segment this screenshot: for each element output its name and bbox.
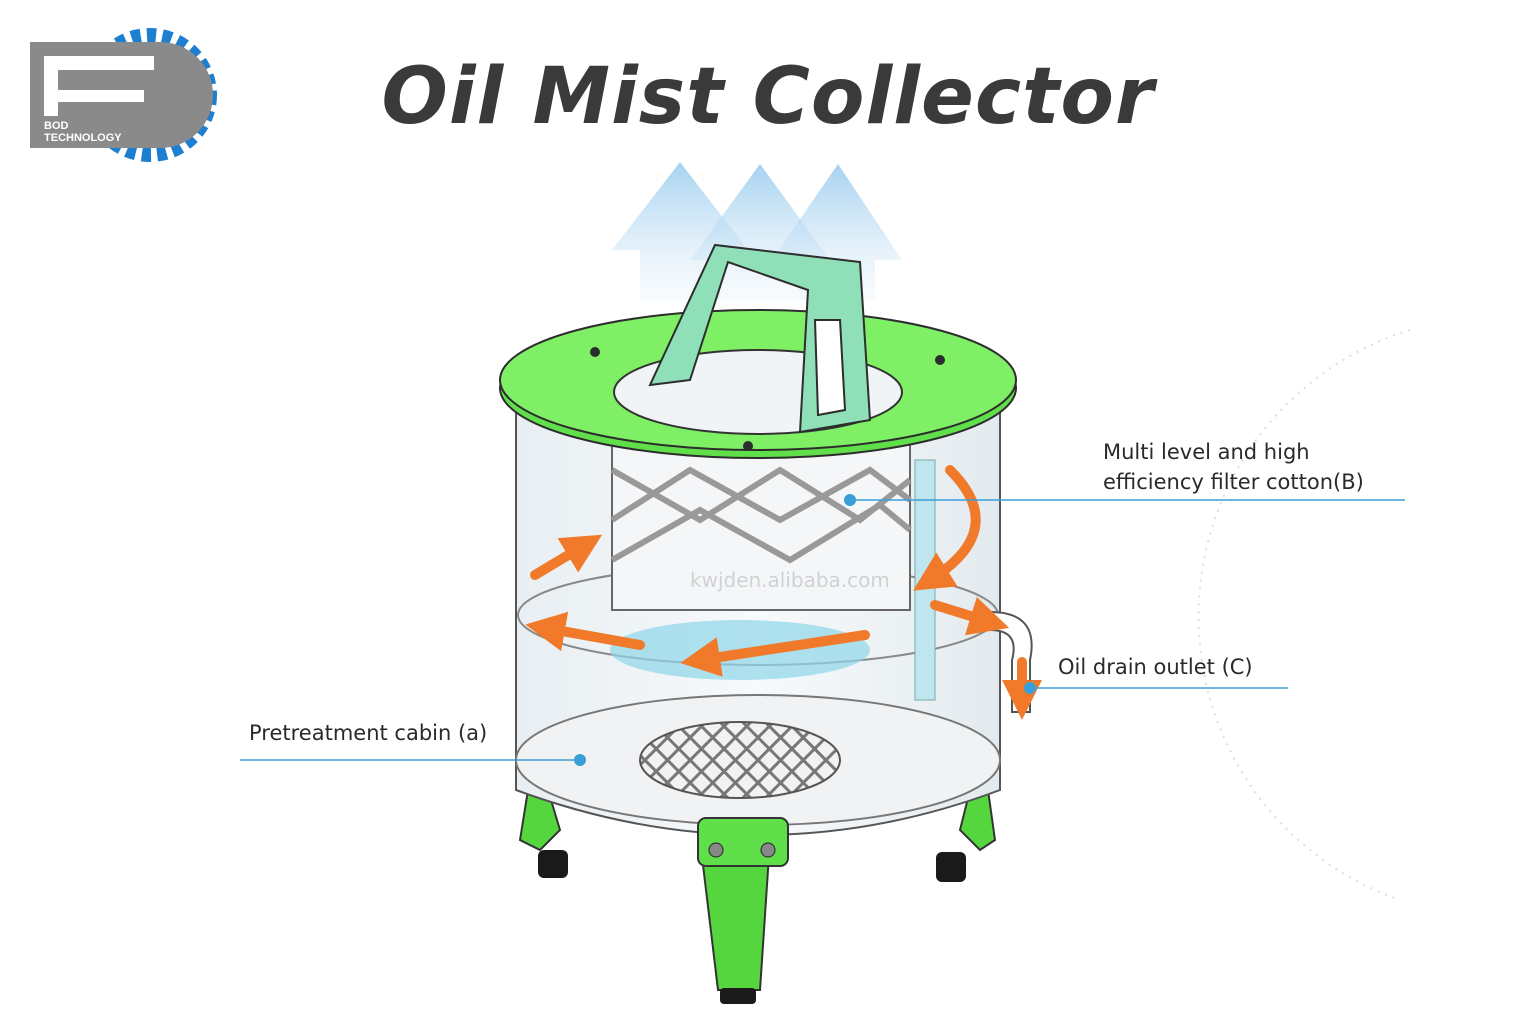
lid-screw-1 (590, 347, 600, 357)
mesh-screen (639, 721, 841, 799)
page-title: Oil Mist Collector (381, 52, 1155, 142)
foot-front (720, 988, 756, 1004)
flow-arrow-rise (530, 534, 603, 580)
flow-arrow-to-drain (930, 596, 1010, 636)
company-logo (30, 28, 217, 162)
decorative-arc (1197, 329, 1411, 901)
logo-bar-mid (44, 90, 144, 102)
logo-line2: TECHNOLOGY (44, 132, 122, 144)
lid-screw-3 (743, 441, 753, 451)
callout-dot-pretreatment (574, 754, 586, 766)
flow-arrow-left (525, 611, 645, 652)
callout-dot-drain (1024, 682, 1036, 694)
foot-right (936, 852, 966, 882)
logo-line1: BOD (44, 120, 69, 132)
lid-screw-2 (935, 355, 945, 365)
filter-lattice (610, 466, 912, 564)
callout-filter-cotton: Multi level and high efficiency filter c… (1103, 437, 1364, 497)
leg-front-bracket (697, 817, 789, 867)
flow-arrow-descend (913, 465, 981, 591)
callout-filter-line2: efficiency filter cotton(B) (1103, 470, 1364, 494)
callout-drain-outlet: Oil drain outlet (C) (1058, 655, 1253, 679)
callout-lines (240, 494, 1405, 766)
flow-arrow-inner (680, 630, 870, 677)
bolt-right-icon (760, 842, 776, 858)
collector-body (499, 243, 1033, 1004)
logo-bar-left (44, 56, 58, 116)
bolt-left-icon (708, 842, 724, 858)
logo-text: BOD TECHNOLOGY (44, 120, 122, 144)
callout-pretreatment-cabin: Pretreatment cabin (a) (249, 721, 488, 745)
watermark: kwjden.alibaba.com (690, 568, 890, 592)
callout-filter-line1: Multi level and high (1103, 440, 1310, 464)
logo-bar-top (44, 56, 154, 70)
foot-left (538, 850, 568, 878)
handle-cutout (813, 319, 847, 417)
lid-handle (648, 243, 872, 434)
oil-flow-arrows (525, 465, 1042, 720)
callout-dot-filter (844, 494, 856, 506)
